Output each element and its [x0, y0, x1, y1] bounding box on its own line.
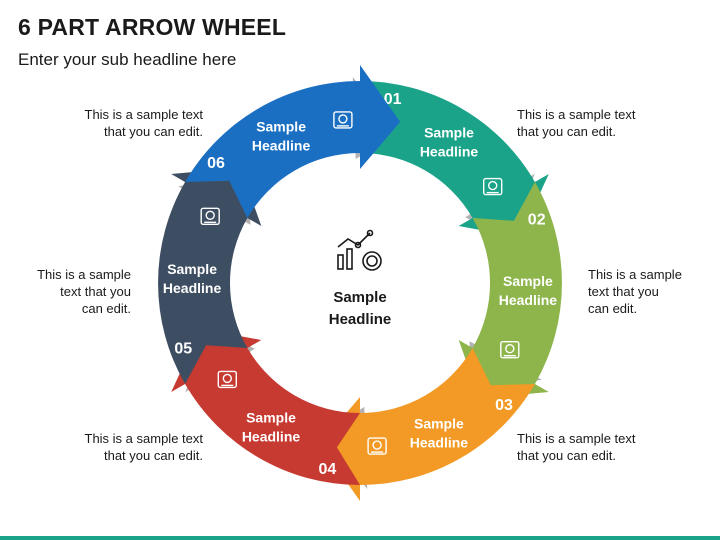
segment-number: 04 [319, 461, 337, 478]
description-top-left: This is a sample text that you can edit. [84, 107, 204, 139]
wheel-arrow-05 [158, 167, 262, 384]
page-title: 6 PART ARROW WHEEL [18, 14, 287, 40]
segment-headline-line1: Sample [246, 410, 296, 426]
center-headline-line1: Sample [333, 289, 386, 306]
center-headline-line2: Headline [329, 311, 392, 328]
wheel-arrow-06 [185, 65, 401, 218]
segment-number: 01 [384, 91, 402, 108]
segment-number: 06 [207, 155, 225, 172]
wheel-arrow-02 [458, 182, 562, 399]
segment-headline-line1: Sample [424, 125, 474, 141]
document-hand-icon [500, 341, 520, 359]
network-gear-icon [333, 111, 353, 129]
segment-headline-line2: Headline [242, 429, 301, 445]
segment-number: 02 [528, 212, 546, 229]
wheel-arrow-04 [171, 328, 360, 485]
segment-headline-line1: Sample [256, 119, 306, 135]
description-mid-right: This is a sample text that you can edit. [588, 267, 682, 316]
description-bottom-right: This is a sample text that you can edit. [517, 431, 636, 463]
segment-headline-line2: Headline [410, 434, 469, 450]
segment-number: 05 [174, 340, 192, 357]
segment-headline-line1: Sample [503, 273, 553, 289]
brain-gears-icon [217, 370, 238, 389]
description-bottom-left: This is a sample text that you can edit. [84, 431, 204, 463]
handshake-icon [367, 437, 387, 455]
segment-headline-line1: Sample [414, 415, 464, 431]
segment-headline-line1: Sample [167, 261, 217, 277]
description-top-right: This is a sample text that you can edit. [517, 107, 636, 139]
people-network-icon [483, 177, 503, 196]
wheel-arrow-01 [360, 81, 549, 238]
building-gear-icon [200, 207, 220, 226]
page-subtitle: Enter your sub headline here [18, 50, 237, 69]
segment-number: 03 [495, 397, 513, 414]
segment-headline-line2: Headline [252, 138, 311, 154]
segment-headline-line2: Headline [420, 144, 479, 160]
description-mid-left: This is a sample text that you can edit. [37, 267, 131, 316]
segment-headline-line2: Headline [163, 280, 222, 296]
footer-accent-bar [0, 536, 720, 540]
chart-gear-dollar-icon [337, 229, 382, 271]
segment-headline-line2: Headline [499, 292, 558, 308]
wheel-arrow-03 [319, 348, 535, 501]
